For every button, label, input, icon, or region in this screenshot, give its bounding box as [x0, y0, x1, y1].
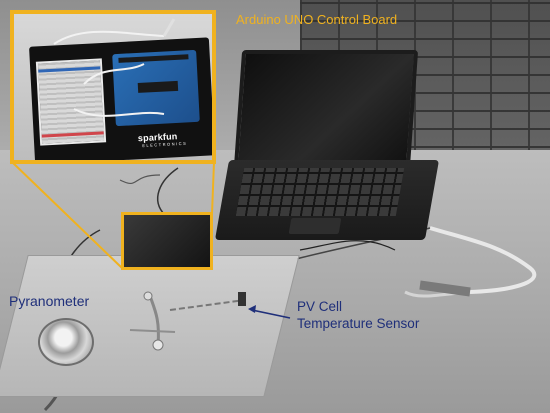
pv-cell-label: PV Cell Temperature Sensor — [297, 298, 419, 332]
arduino-board-label: Arduino UNO Control Board — [236, 12, 398, 27]
board-highlight-box — [121, 212, 213, 270]
inset-wires — [53, 18, 176, 117]
pv-cell-label-line1: PV Cell — [297, 299, 343, 314]
arduino-inset: sparkfun ELECTRONICS — [10, 10, 216, 164]
pv-cell-label-line2: Temperature Sensor — [297, 316, 420, 331]
small-board-photo — [123, 214, 213, 269]
pyranometer-device — [38, 318, 94, 366]
pyranometer-label: Pyranometer — [9, 293, 90, 309]
